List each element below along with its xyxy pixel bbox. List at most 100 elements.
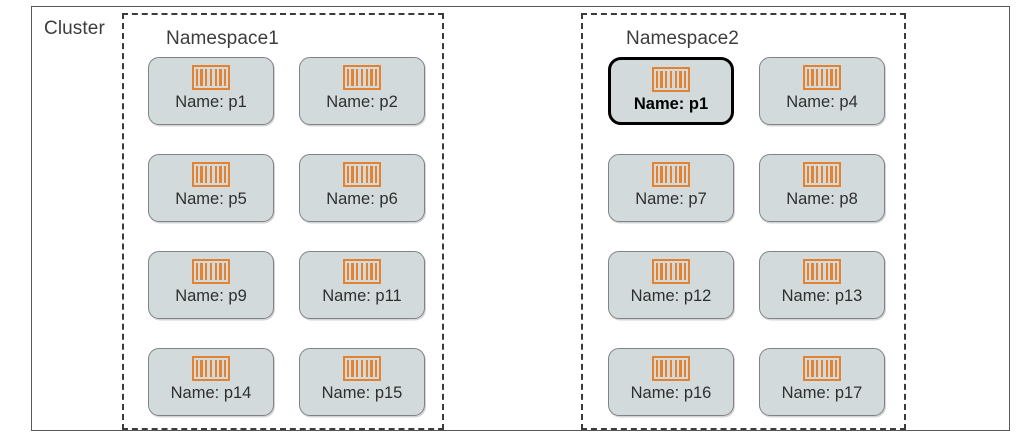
pod-card[interactable]: Name: p17	[759, 348, 885, 416]
pod-name-label: Name: p8	[786, 190, 858, 208]
container-bar	[660, 166, 663, 183]
pod-name-label: Name: p1	[175, 93, 247, 111]
pod-name-label: Name: p16	[630, 384, 712, 402]
pod-card[interactable]: Name: p1	[608, 57, 734, 125]
container-bar	[356, 360, 359, 377]
container-bar	[219, 69, 222, 86]
pod-grid-namespace-1: Name: p1 Name: p2 Name: p5 Name: p6 Name: p9…	[148, 57, 425, 416]
container-bar	[365, 69, 368, 86]
pod-name-label: Name: p15	[321, 384, 403, 402]
container-bar	[834, 69, 838, 86]
container-bar	[195, 69, 199, 86]
container-pod-icon	[652, 259, 690, 284]
container-bar	[365, 360, 368, 377]
pod-name-label: Name: p17	[781, 384, 863, 402]
container-bar	[209, 263, 213, 280]
container-bar	[811, 69, 814, 86]
container-bar	[825, 69, 828, 86]
pod-card[interactable]: Name: p5	[148, 154, 274, 222]
container-bar	[370, 360, 373, 377]
container-bar	[200, 263, 203, 280]
container-bar	[683, 166, 687, 183]
container-bar	[679, 263, 682, 280]
container-bar	[351, 166, 354, 183]
container-bar	[200, 69, 203, 86]
container-pod-icon	[652, 67, 690, 92]
container-bar	[816, 263, 819, 280]
pod-name-label: Name: p6	[326, 190, 398, 208]
container-bar	[806, 69, 810, 86]
pod-card[interactable]: Name: p12	[608, 251, 734, 319]
pod-card[interactable]: Name: p7	[608, 154, 734, 222]
container-bar	[674, 71, 677, 88]
container-bar	[660, 360, 663, 377]
namespace-boundary-2	[581, 13, 906, 430]
container-bar	[219, 360, 222, 377]
pod-name-label: Name: p5	[175, 190, 247, 208]
pod-card[interactable]: Name: p16	[608, 348, 734, 416]
container-bar	[219, 263, 222, 280]
pod-card[interactable]: Name: p6	[299, 154, 425, 222]
container-bar	[679, 360, 682, 377]
pod-card[interactable]: Name: p15	[299, 348, 425, 416]
pod-card[interactable]: Name: p1	[148, 57, 274, 125]
pod-card[interactable]: Name: p2	[299, 57, 425, 125]
container-bar	[209, 166, 213, 183]
container-bar	[195, 166, 199, 183]
container-bar	[669, 263, 673, 280]
pod-name-label: Name: p4	[786, 93, 858, 111]
container-bar	[214, 166, 217, 183]
container-bar	[679, 71, 682, 88]
container-bar	[655, 166, 659, 183]
container-bar	[825, 263, 828, 280]
container-bar	[200, 166, 203, 183]
container-bar	[655, 71, 659, 88]
container-bar	[655, 360, 659, 377]
pod-card[interactable]: Name: p14	[148, 348, 274, 416]
container-bar	[820, 166, 824, 183]
container-bar	[370, 69, 373, 86]
container-bar	[356, 69, 359, 86]
container-bar	[370, 263, 373, 280]
container-pod-icon	[803, 65, 841, 90]
namespace-label-2: Namespace2	[626, 28, 739, 49]
container-bar	[346, 166, 350, 183]
container-bar	[665, 360, 668, 377]
pod-card[interactable]: Name: p11	[299, 251, 425, 319]
container-bar	[825, 360, 828, 377]
container-bar	[356, 263, 359, 280]
container-bar	[834, 166, 838, 183]
container-bar	[214, 263, 217, 280]
pod-card[interactable]: Name: p8	[759, 154, 885, 222]
pod-name-label: Name: p1	[633, 95, 709, 113]
container-bar	[200, 360, 203, 377]
container-bar	[209, 69, 213, 86]
container-bar	[830, 360, 833, 377]
container-bar	[214, 69, 217, 86]
container-bar	[374, 263, 378, 280]
container-bar	[660, 71, 663, 88]
pod-name-label: Name: p2	[326, 93, 398, 111]
container-bar	[674, 166, 677, 183]
pod-card[interactable]: Name: p9	[148, 251, 274, 319]
container-bar	[820, 263, 824, 280]
container-bar	[655, 263, 659, 280]
container-bar	[806, 263, 810, 280]
container-bar	[209, 360, 213, 377]
container-bar	[830, 263, 833, 280]
pod-card[interactable]: Name: p13	[759, 251, 885, 319]
container-bar	[669, 166, 673, 183]
container-bar	[365, 166, 368, 183]
container-bar	[816, 166, 819, 183]
container-bar	[205, 263, 208, 280]
pod-name-label: Name: p13	[781, 287, 863, 305]
pod-name-label: Name: p14	[170, 384, 252, 402]
container-bar	[820, 69, 824, 86]
container-bar	[669, 360, 673, 377]
container-bar	[351, 263, 354, 280]
container-bar	[806, 360, 810, 377]
namespace-boundary-1	[122, 13, 444, 430]
pod-card[interactable]: Name: p4	[759, 57, 885, 125]
container-bar	[816, 360, 819, 377]
